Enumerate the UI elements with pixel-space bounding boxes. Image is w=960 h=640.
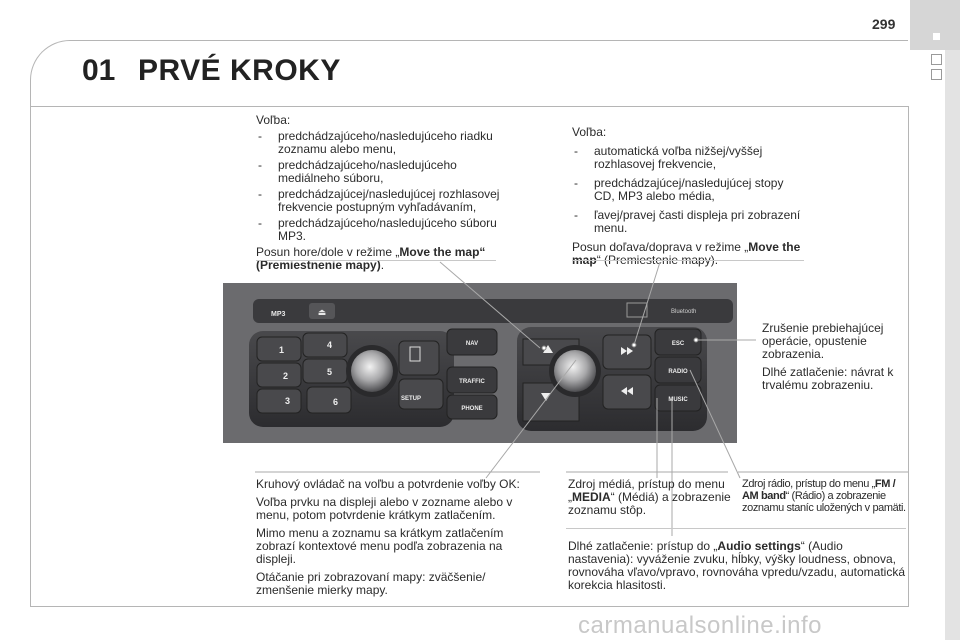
radio-label: RADIO bbox=[668, 369, 688, 375]
preset-label: 2 bbox=[283, 371, 288, 381]
document-icon bbox=[409, 346, 421, 362]
preset-button-6[interactable] bbox=[306, 386, 352, 414]
eject-button[interactable] bbox=[309, 303, 335, 319]
bluetooth-label: Bluetooth bbox=[671, 309, 696, 315]
text-block-up-down: Voľba: predchádzajúceho/nasledujúceho ri… bbox=[256, 114, 506, 272]
esc-long-press: Dlhé zatlačenie: návrat k trvalému zobra… bbox=[762, 365, 894, 392]
header-divider-line bbox=[30, 106, 909, 107]
music-text: “ (Audio nastavenia): vyváženie zvuku, h… bbox=[568, 539, 906, 592]
frame-left-line bbox=[30, 106, 31, 606]
text-block-esc: Zrušenie prebiehajúcej operácie, opusten… bbox=[762, 322, 912, 397]
note-text: Posun hore/dole v režime „ bbox=[256, 245, 400, 259]
knob-zoom: Otáčanie pri zobrazovaní mapy: zväčšenie… bbox=[256, 570, 486, 597]
selection-list: automatická voľba nižšej/vyššej rozhlaso… bbox=[572, 145, 807, 235]
list-item: predchádzajúceho/nasledujúceho riadku zo… bbox=[256, 130, 506, 156]
radio-text: “ (Rádio) a zobrazenie zoznamu staníc ul… bbox=[742, 490, 906, 514]
chapter-frame-curve bbox=[30, 40, 131, 107]
music-bold: Audio settings bbox=[717, 539, 801, 553]
media-text: Zdroj médiá, prístup do menu „ bbox=[568, 477, 725, 504]
page-corner-tab bbox=[910, 0, 960, 50]
panel-illustration: MP3 ⏏ Bluetooth 1 4 2 5 3 6 SETUP NAV TR… bbox=[223, 283, 737, 443]
text-block-music: Dlhé zatlačenie: prístup do „Audio setti… bbox=[568, 540, 908, 592]
nav-square-bottom bbox=[931, 69, 942, 80]
arrow-up-icon bbox=[543, 345, 553, 353]
knob-select: Voľba prvku na displeji alebo v zozname … bbox=[256, 495, 513, 522]
esc-button[interactable] bbox=[654, 328, 702, 356]
frame-right-line bbox=[908, 106, 909, 606]
list-item: automatická voľba nižšej/vyššej rozhlaso… bbox=[572, 145, 807, 171]
selection-knob[interactable] bbox=[554, 350, 596, 392]
traffic-label: TRAFFIC bbox=[459, 379, 485, 385]
media-text: “ (Médiá) a zobrazenie zoznamu stôp. bbox=[568, 490, 731, 517]
preset-button-3[interactable] bbox=[256, 388, 302, 414]
list-item: predchádzajúceho/nasledujúceho mediálneh… bbox=[256, 159, 506, 185]
esc-label: ESC bbox=[672, 341, 685, 347]
corner-square bbox=[933, 33, 940, 40]
list-item: predchádzajúceho/nasledujúceho súboru MP… bbox=[256, 217, 506, 243]
list-item: predchádzajúcej/nasledujúcej stopy CD, M… bbox=[572, 177, 807, 203]
radio-bold: FM / AM band bbox=[742, 478, 896, 502]
music-button[interactable] bbox=[654, 384, 702, 412]
watermark: carmanualsonline.info bbox=[578, 612, 822, 639]
selection-heading: Voľba: bbox=[256, 113, 291, 127]
text-block-radio: Zdroj rádio, prístup do menu „FM / AM ba… bbox=[742, 478, 910, 514]
arrow-down-icon bbox=[541, 393, 551, 401]
list-item: predchádzajúcej/nasledujúcej rozhlasovej… bbox=[256, 188, 506, 214]
eject-icon: ⏏ bbox=[318, 307, 327, 317]
frame-bottom-line bbox=[30, 606, 909, 607]
music-label: MUSIC bbox=[668, 397, 688, 403]
note-bold: Move the map“ (Premiestnenie mapy) bbox=[256, 245, 486, 272]
setup-label: SETUP bbox=[401, 396, 421, 402]
preset-button-4[interactable] bbox=[302, 332, 348, 358]
radio-button[interactable] bbox=[654, 356, 702, 384]
note-text: . bbox=[380, 258, 385, 272]
block-underline bbox=[572, 260, 804, 261]
selection-heading: Voľba: bbox=[572, 125, 607, 139]
esc-description: Zrušenie prebiehajúcej operácie, opusten… bbox=[762, 321, 884, 361]
rewind-icon bbox=[627, 387, 633, 395]
preset-label: 1 bbox=[279, 345, 284, 355]
text-block-knob: Kruhový ovládač na voľbu a potvrdenie vo… bbox=[256, 478, 541, 602]
block-underline bbox=[256, 260, 496, 261]
audio-control-panel: MP3 ⏏ Bluetooth 1 4 2 5 3 6 SETUP NAV TR… bbox=[223, 283, 737, 443]
move-map-note: Posun hore/dole v režime „Move the map“ … bbox=[256, 246, 506, 272]
frame-top-line bbox=[130, 40, 908, 41]
music-block-topline bbox=[566, 528, 906, 529]
preset-button-2[interactable] bbox=[256, 362, 302, 388]
knob-context: Mimo menu a zoznamu sa krátkym zatlačení… bbox=[256, 526, 504, 566]
knob-title: Kruhový ovládač na voľbu a potvrdenie vo… bbox=[256, 477, 520, 491]
page-number: 299 bbox=[872, 16, 896, 32]
chapter-title: PRVÉ KROKY bbox=[138, 54, 341, 87]
note-text: Posun doľava/doprava v režime „ bbox=[572, 240, 749, 254]
fast-forward-icon bbox=[621, 347, 627, 355]
music-text: Dlhé zatlačenie: prístup do „ bbox=[568, 539, 718, 553]
preset-button-1[interactable] bbox=[256, 336, 302, 362]
media-menu-button[interactable] bbox=[398, 340, 440, 376]
nav-button[interactable] bbox=[446, 328, 498, 356]
nav-label: NAV bbox=[466, 341, 478, 347]
chapter-number: 01 bbox=[82, 54, 116, 87]
volume-knob[interactable] bbox=[351, 350, 393, 392]
nav-square-top bbox=[931, 54, 942, 65]
text-block-left-right: Voľba: automatická voľba nižšej/vyššej r… bbox=[572, 126, 807, 267]
text-block-media: Zdroj médiá, prístup do menu „MEDIA“ (Mé… bbox=[568, 478, 733, 517]
phone-label: PHONE bbox=[461, 406, 482, 412]
preset-label: 4 bbox=[327, 340, 332, 350]
preset-label: 3 bbox=[285, 396, 290, 406]
selection-list: predchádzajúceho/nasledujúceho riadku zo… bbox=[256, 130, 506, 243]
mp3-label: MP3 bbox=[271, 311, 286, 318]
page-side-strip bbox=[945, 0, 960, 640]
traffic-button[interactable] bbox=[446, 366, 498, 394]
preset-label: 6 bbox=[333, 397, 338, 407]
media-bold: MEDIA bbox=[572, 490, 611, 504]
preset-label: 5 bbox=[327, 367, 332, 377]
list-item: ľavej/pravej časti displeja pri zobrazen… bbox=[572, 209, 807, 235]
setup-button[interactable] bbox=[398, 378, 444, 410]
phone-button[interactable] bbox=[446, 394, 498, 420]
card-slot-icon bbox=[626, 302, 648, 318]
radio-text: Zdroj rádio, prístup do menu „ bbox=[742, 478, 875, 490]
